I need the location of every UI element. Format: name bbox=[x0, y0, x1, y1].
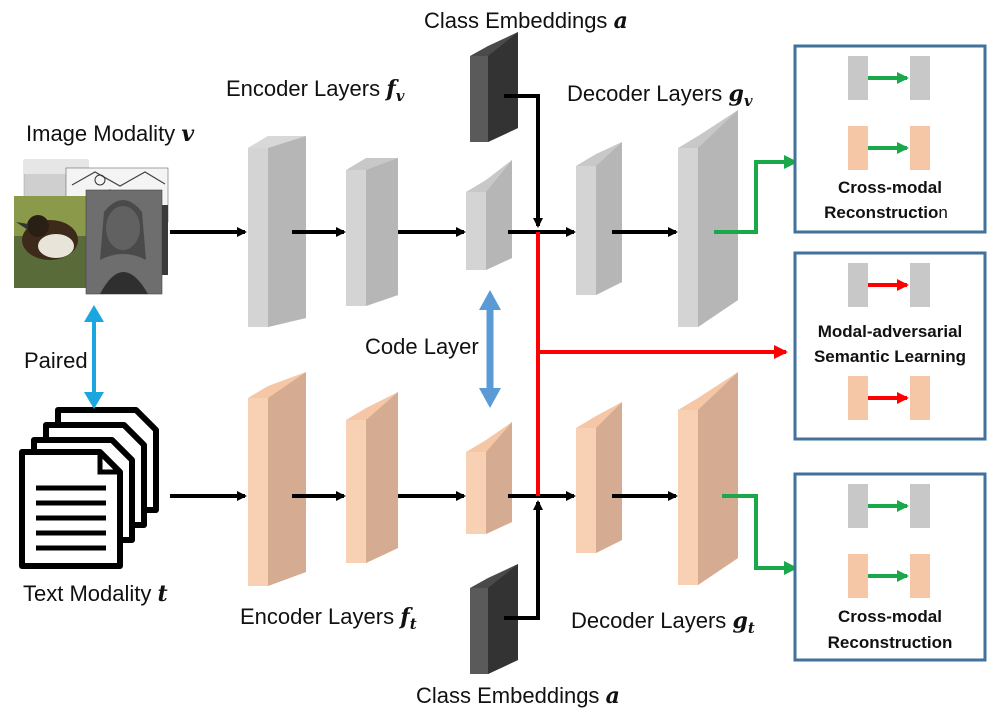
bird-beak bbox=[16, 222, 28, 230]
reconstruction-path-bottom bbox=[722, 494, 798, 575]
encoder-layers-t-label: Encoder Layers ft bbox=[240, 604, 417, 633]
image-modality-label: Image Modality v bbox=[26, 121, 194, 147]
image-modality-thumbnails bbox=[14, 159, 169, 295]
code-layer-label: Code Layer bbox=[365, 334, 479, 359]
cross-modal-reconstruction-box-bottom: Cross-modal Reconstruction bbox=[793, 472, 987, 662]
image-decoder-layer-1 bbox=[576, 142, 622, 295]
box-top-line2: Reconstruction bbox=[824, 203, 948, 222]
class-embedding-top bbox=[470, 32, 518, 142]
modal-adversarial-box: Modal-adversarial Semantic Learning bbox=[793, 251, 987, 441]
text-documents-icon bbox=[19, 407, 159, 569]
text-decoder-layer-2 bbox=[678, 372, 738, 585]
mona-lisa-hair bbox=[100, 200, 146, 260]
text-code-layer bbox=[466, 422, 512, 534]
box-top-line1: Cross-modal bbox=[838, 178, 942, 197]
decoder-layers-t-label: Decoder Layers gt bbox=[571, 608, 755, 637]
encoder-layers-v-label: Encoder Layers fv bbox=[226, 76, 405, 105]
adversarial-path bbox=[536, 232, 788, 496]
box-middle-line2: Semantic Learning bbox=[814, 347, 966, 366]
text-decoder-layer-1 bbox=[576, 402, 622, 553]
paired-label: Paired bbox=[24, 348, 88, 373]
image-code-layer bbox=[466, 160, 512, 270]
reconstruction-path-top bbox=[714, 155, 798, 234]
text-modality-label: Text Modality t bbox=[23, 581, 168, 607]
image-encoder-layer-2 bbox=[346, 158, 398, 306]
paired-arrow bbox=[84, 305, 104, 409]
class-embeddings-bottom-label: Class Embeddings a bbox=[416, 683, 620, 709]
box-middle-line1: Modal-adversarial bbox=[818, 322, 963, 341]
text-encoder-layer-2 bbox=[346, 392, 398, 563]
mona-lisa-body bbox=[100, 272, 148, 294]
bird-breast bbox=[38, 234, 74, 258]
text-encoder-layer-1 bbox=[248, 372, 306, 586]
image-decoder-layer-2 bbox=[678, 110, 738, 327]
code-layer-arrow bbox=[479, 290, 501, 408]
bird-head bbox=[27, 215, 49, 237]
box-bottom-line1: Cross-modal bbox=[838, 607, 942, 626]
sketch-circle bbox=[94, 174, 106, 186]
box-bottom-line2: Reconstruction bbox=[828, 633, 953, 652]
class-embedding-bottom bbox=[470, 564, 518, 674]
class-embeddings-top-label: Class Embeddings a bbox=[424, 8, 628, 34]
image-branch-arrows bbox=[170, 94, 678, 237]
image-encoder-layer-1 bbox=[248, 136, 306, 327]
cross-modal-reconstruction-box-top: Cross-modal Reconstruction bbox=[793, 44, 987, 234]
decoder-layers-v-label: Decoder Layers gv bbox=[567, 81, 753, 110]
text-branch-arrows bbox=[170, 491, 678, 620]
